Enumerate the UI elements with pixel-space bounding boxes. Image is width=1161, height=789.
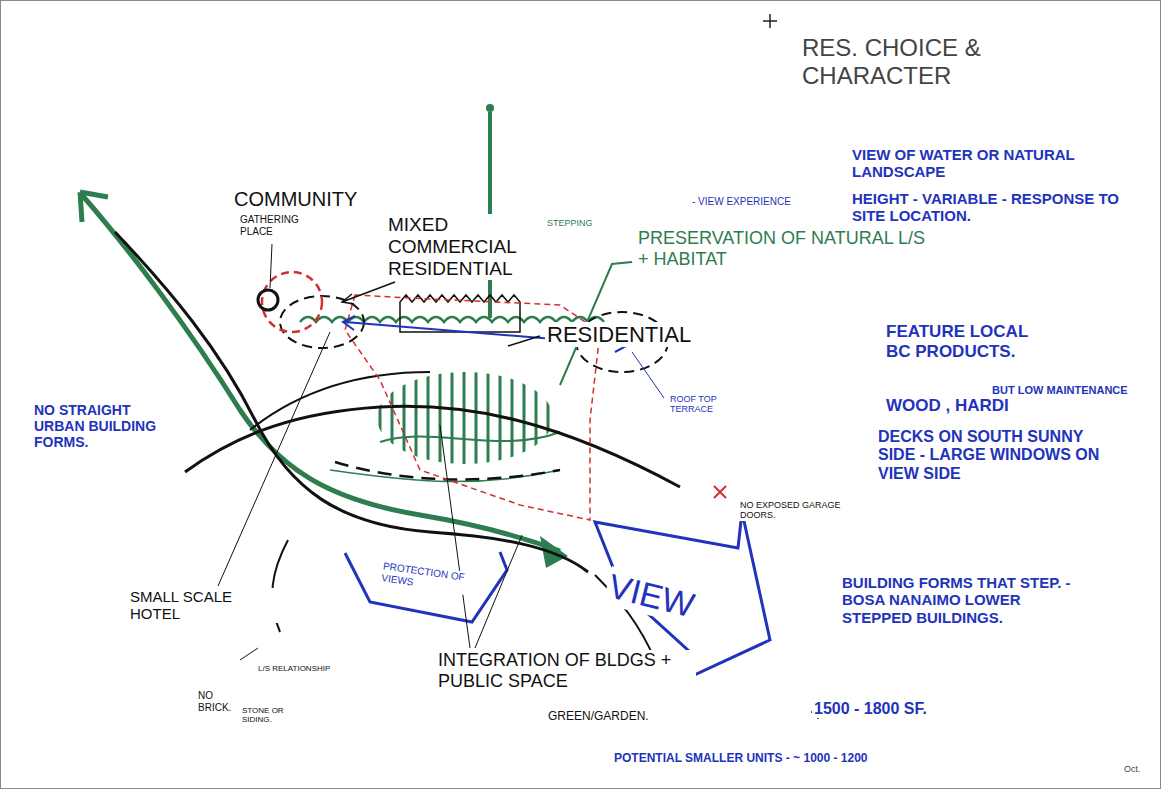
axis-dot — [486, 104, 494, 112]
leader-line — [632, 352, 664, 398]
road-line — [115, 232, 588, 572]
design-note: DECKS ON SOUTH SUNNY SIDE - LARGE WINDOW… — [876, 428, 1116, 483]
leader-line — [508, 336, 540, 346]
sketch-note: ROOF TOP TERRACE — [668, 394, 734, 415]
unit-size: 1500 - 1800 SF. — [812, 700, 929, 718]
area-label: INTEGRATION OF BLDGS + PUBLIC SPACE — [436, 650, 696, 691]
design-note: BUT LOW MAINTENANCE — [990, 384, 1130, 397]
view-protection-arrow — [345, 552, 507, 622]
road-line — [250, 372, 430, 430]
gathering-symbol — [258, 290, 278, 310]
sketch-note: STONE OR SIDING. — [240, 706, 296, 724]
area-label: PRESERVATION OF NATURAL L/S + HABITAT — [636, 228, 936, 269]
leader-line — [218, 332, 330, 586]
sheet-title: RES. CHOICE & CHARACTER — [800, 34, 1040, 89]
leader-line — [240, 648, 258, 660]
unit-size: POTENTIAL SMALLER UNITS - ~ 1000 - 1200 — [612, 752, 870, 766]
route-arrowhead — [80, 192, 108, 222]
area-label: SMALL SCALE HOTEL — [128, 588, 278, 623]
sketch-note: GREEN/GARDEN. — [546, 710, 651, 724]
hatch-lines — [380, 360, 548, 480]
road-line — [185, 406, 680, 487]
area-label: GATHERING PLACE — [238, 214, 318, 237]
sketch-note: NO BRICK. — [196, 690, 240, 713]
area-label: MIXED COMMERCIAL RESIDENTIAL — [386, 214, 536, 280]
design-note: WOOD , HARDI — [884, 396, 1011, 416]
design-note: VIEW OF WATER OR NATURAL LANDSCAPE — [850, 146, 1130, 181]
habitat-hatch — [380, 360, 548, 480]
sketch-note: NO EXPOSED GARAGE DOORS. — [738, 500, 848, 521]
sketch-note: - VIEW EXPERIENCE — [690, 196, 793, 208]
design-note: HEIGHT - VARIABLE - RESPONSE TO SITE LOC… — [850, 190, 1130, 225]
design-note: NO STRAIGHT URBAN BUILDING FORMS. — [32, 402, 162, 450]
no-mark — [714, 486, 726, 498]
area-label: COMMUNITY — [232, 188, 359, 211]
sketch-note: STEPPING — [545, 218, 595, 228]
date-mark: Oct. — [1122, 764, 1143, 774]
design-note: BUILDING FORMS THAT STEP. - BOSA NANAIMO… — [840, 574, 1090, 626]
gathering-zone — [262, 272, 322, 332]
sketch-note: L/S RELATIONSHIP — [256, 664, 334, 673]
design-note: FEATURE LOCAL BC PRODUCTS. — [884, 322, 1054, 361]
leader-line — [270, 244, 272, 288]
sketch-note: PROTECTION OF VIEWS — [379, 560, 477, 596]
leader-line — [342, 282, 395, 304]
leader-line — [440, 425, 522, 648]
dashed-path — [335, 462, 560, 479]
crosshair — [763, 14, 777, 28]
area-label: RESIDENTIAL — [545, 322, 693, 347]
